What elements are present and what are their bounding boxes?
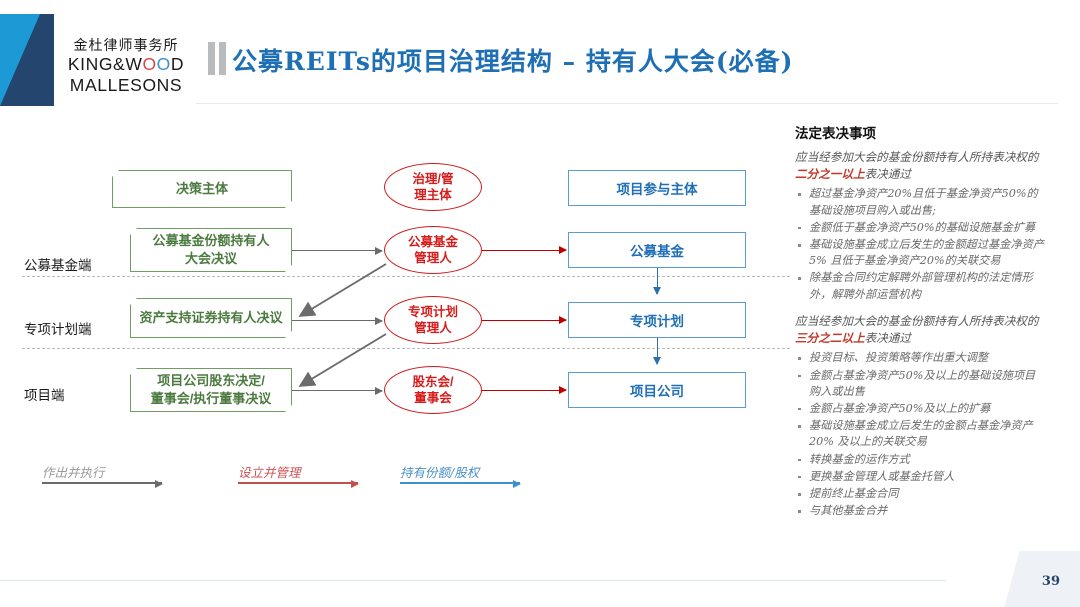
decision-box-project: 项目公司股东决定/ 董事会/执行董事决议 <box>130 368 292 412</box>
legend-execute-line <box>42 479 163 488</box>
list-item: 投资目标、投资策略等作出重大调整 <box>798 350 1045 366</box>
list-item: 转换基金的运作方式 <box>798 452 1045 468</box>
governance-ellipse-fund-manager: 公募基金 管理人 <box>384 226 482 274</box>
list-item: 金额占基金净资产50%及以上的扩募 <box>798 401 1045 417</box>
brand-name-en-line1: KING&WOOD <box>56 55 196 74</box>
footer-corner-wedge <box>960 551 1080 607</box>
list-item: 除基金合同约定解聘外部管理机构的法定情形外，解聘外部运营机构 <box>798 270 1045 302</box>
governance-ellipse-shareholders: 股东会/ 董事会 <box>384 366 482 414</box>
participant-box-project-company: 项目公司 <box>568 372 746 408</box>
panel-heading: 法定表决事项 <box>795 126 876 142</box>
brand-o-red: O <box>142 54 157 75</box>
arrow-manages-fund <box>482 246 567 255</box>
kwm-logo-text: 金杜律师事务所 KING&WOOD MALLESONS <box>56 37 196 95</box>
page-number: 39 <box>1041 574 1060 589</box>
lead1-suffix: 表决通过 <box>864 167 911 182</box>
legend-execute-label: 作出并执行 <box>42 465 105 480</box>
arrow-manages-plan <box>482 316 567 325</box>
arrow-governance1-to-decision2 <box>298 263 387 317</box>
panel-lead-1: 应当经参加大会的基金份额持有人所持表决权的二分之一以上表决通过 <box>795 149 1045 183</box>
lead2-prefix: 应当经参加大会的基金份额持有人所持表决权的 <box>795 313 1039 328</box>
participant-box-public-fund: 公募基金 <box>568 232 746 268</box>
arrow-decision-to-governance-1 <box>292 246 383 255</box>
list-item: 与其他基金合并 <box>798 503 1045 519</box>
column-header-governance: 治理/管 理主体 <box>384 163 482 211</box>
list-item: 基础设施基金成立后发生的金额占基金净资产20% 及以上的关联交易 <box>798 418 1045 450</box>
page-title: 公募REITs的项目治理结构 – 持有人大会(必备) <box>232 47 794 76</box>
brand-name-cn: 金杜律师事务所 <box>73 37 179 53</box>
decision-box-abs: 资产支持证券持有人决议 <box>130 298 292 338</box>
lead1-emphasis: 二分之一以上 <box>795 167 865 182</box>
legend-manage-line <box>238 479 359 488</box>
brand-en-head: KING&W <box>67 54 143 75</box>
arrow-holds-plan <box>653 268 662 295</box>
panel-list-2: 投资目标、投资策略等作出重大调整 金额占基金净资产50%及以上的基础设施项目购入… <box>795 350 1045 519</box>
kwm-logo-mark <box>0 14 54 106</box>
brand-en-tail: D <box>170 54 185 75</box>
list-item: 更换基金管理人或基金托管人 <box>798 469 1045 485</box>
arrow-decision-to-governance-3 <box>292 386 383 395</box>
brand-name-en-line2: MALLESONS <box>69 75 183 95</box>
participant-box-abs-plan: 专项计划 <box>568 302 746 338</box>
arrow-holds-company <box>653 338 662 365</box>
list-item: 金额占基金净资产50%及以上的基础设施项目购入或出售 <box>798 368 1045 400</box>
legend-manage-label: 设立并管理 <box>238 465 301 480</box>
list-item: 提前终止基金合同 <box>798 486 1045 502</box>
diagonal-arrow-group <box>298 263 387 387</box>
panel-lead-2: 应当经参加大会的基金份额持有人所持表决权的三分之二以上表决通过 <box>795 313 1045 347</box>
lead2-emphasis: 三分之二以上 <box>795 331 865 346</box>
title-accent-bars <box>208 42 226 75</box>
row-label-fund: 公募基金端 <box>24 258 92 274</box>
governance-diagram: 公募基金端 专项计划端 项目端 决策主体 治理/管 理主体 项目参与主体 公募基… <box>0 112 790 542</box>
legend-hold-line <box>400 479 521 488</box>
panel-list-1: 超过基金净资产20%且低于基金净资产50%的基础设施项目购入或出售; 金额低于基… <box>795 186 1045 303</box>
row-separator-2 <box>22 348 790 349</box>
list-item: 超过基金净资产20%且低于基金净资产50%的基础设施项目购入或出售; <box>798 186 1045 218</box>
row-label-abs: 专项计划端 <box>24 322 92 338</box>
list-item: 基础设施基金成立后发生的金额超过基金净资产5% 且低于基金净资产20%的关联交易 <box>798 237 1045 269</box>
lead2-suffix: 表决通过 <box>864 331 911 346</box>
arrow-governance2-to-decision3 <box>298 333 387 387</box>
row-separator-1 <box>22 276 790 277</box>
list-item: 金额低于基金净资产50%的基础设施基金扩募 <box>798 220 1045 236</box>
column-header-decision: 决策主体 <box>112 170 292 208</box>
legend-hold-label: 持有份额/股权 <box>400 465 480 480</box>
header-divider <box>196 103 1058 104</box>
arrow-decision-to-governance-2 <box>292 316 383 325</box>
statutory-voting-panel: 法定表决事项 应当经参加大会的基金份额持有人所持表决权的二分之一以上表决通过 超… <box>795 122 1045 530</box>
footer-divider <box>0 579 946 581</box>
arrow-manages-company <box>482 386 567 395</box>
decision-box-fund: 公募基金份额持有人 大会决议 <box>130 228 292 272</box>
governance-ellipse-abs-manager: 专项计划 管理人 <box>384 296 482 344</box>
lead1-prefix: 应当经参加大会的基金份额持有人所持表决权的 <box>795 150 1039 164</box>
row-label-project: 项目端 <box>24 388 65 404</box>
brand-o-blue: O <box>156 54 171 75</box>
column-header-participant: 项目参与主体 <box>568 170 746 206</box>
